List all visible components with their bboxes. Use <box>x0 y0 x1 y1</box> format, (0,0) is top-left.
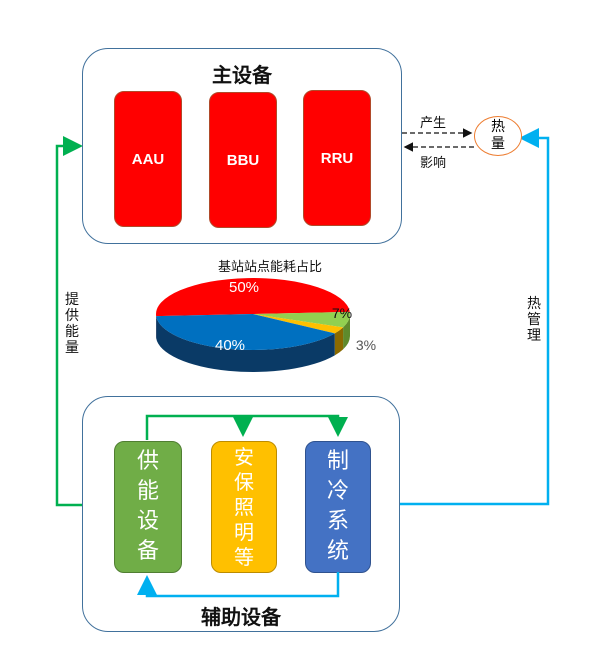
power-supply-block[interactable]: 供能设备 <box>114 441 182 573</box>
produce-label: 产生 <box>420 116 447 131</box>
pie-side-40% <box>156 316 335 372</box>
auxiliary-title: 辅助设备 <box>201 605 281 629</box>
pie-slice <box>253 314 344 334</box>
heat-management-label: 热管理 <box>527 296 541 344</box>
heat-management-line <box>370 128 550 506</box>
main-equipment-panel: 主设备 AAU BBU RRU <box>82 48 402 244</box>
bbu-block[interactable]: BBU <box>209 92 277 228</box>
pie-slice <box>156 314 335 350</box>
affect-label: 影响 <box>420 156 447 171</box>
pie-data-label: 50% <box>229 279 259 296</box>
main-equipment-title: 主设备 <box>212 63 272 87</box>
pie-slice <box>253 311 350 328</box>
aau-block[interactable]: AAU <box>114 91 182 227</box>
security-lighting-block[interactable]: 安保照明等 <box>211 441 277 573</box>
pie-side-3% <box>334 327 344 356</box>
chart-title: 基站站点能耗占比 <box>217 260 322 275</box>
pie-slice <box>156 278 350 317</box>
pie-side-7% <box>343 314 350 350</box>
rru-block[interactable]: RRU <box>303 90 371 226</box>
supply-energy-label: 提供能量 <box>65 292 79 356</box>
pie-data-label: 7% <box>332 305 352 321</box>
pie-data-label: 3% <box>356 337 376 353</box>
pie-data-label: 40% <box>215 337 245 354</box>
heat-node[interactable]: 热 量 <box>474 116 522 156</box>
cooling-return-line <box>137 572 340 598</box>
